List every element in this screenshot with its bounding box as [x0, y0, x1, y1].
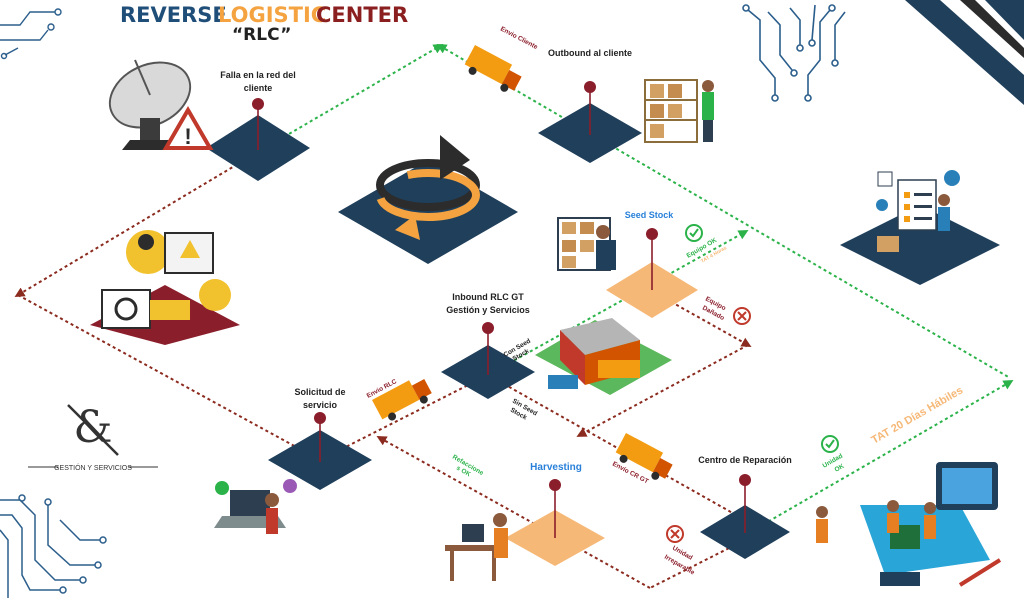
flow-label-envio-cliente: Envio Cliente — [499, 26, 539, 52]
page-title: REVERSE LOGISTIC CENTER “RLC” — [120, 3, 408, 45]
corner-stripes-top-right — [905, 0, 1024, 105]
check-icon-equipo-ok — [685, 224, 703, 242]
company-logo: & GESTIÓN Y SERVICIOS — [28, 402, 158, 472]
svg-text:!: ! — [184, 124, 191, 149]
delivery-truck-icon-cr — [615, 433, 673, 480]
technician-desk-icon — [445, 513, 508, 581]
green-flow-paths — [257, 43, 1014, 536]
cycle-arrows-icon — [376, 135, 480, 240]
label-falla-line2: cliente — [244, 83, 273, 93]
repair-team-icon — [816, 462, 1002, 587]
flow-label-unidad-ok-2: OK — [834, 463, 846, 474]
call-center-icon — [90, 230, 240, 345]
label-falla-line1: Falla en la red del — [220, 70, 296, 80]
circuit-decoration-bottom-left — [0, 494, 107, 598]
node-seed-stock — [606, 228, 698, 318]
cross-icon-unidad-irreparable — [666, 525, 684, 543]
label-reparacion: Centro de Reparación — [698, 455, 792, 465]
delivery-truck-icon-cliente — [464, 44, 522, 92]
title-word-logistic: LOGISTIC — [218, 3, 326, 27]
laptop-user-icon — [214, 479, 297, 534]
node-solicitud — [268, 412, 372, 490]
node-harvesting — [505, 479, 605, 566]
label-seed-stock: Seed Stock — [625, 210, 675, 220]
node-outbound — [538, 81, 642, 163]
node-reparacion — [700, 474, 790, 559]
node-inbound — [441, 322, 535, 399]
title-subtitle: “RLC” — [232, 25, 291, 45]
node-falla — [206, 98, 310, 181]
label-solicitud-line2: servicio — [303, 400, 338, 410]
delivery-truck-icon-rlc — [372, 379, 432, 421]
warehouse-worker-icon — [644, 79, 714, 143]
quality-control-icon — [840, 170, 1000, 285]
label-solicitud-line1: Solicitud de — [294, 387, 345, 397]
circuit-decoration-top-left — [0, 8, 62, 60]
cross-icon-equipo-danado — [733, 307, 751, 325]
seed-stock-worker-icon — [557, 217, 616, 271]
label-inbound-line2: Gestión y Servicios — [446, 305, 530, 315]
node-center — [338, 135, 518, 264]
logo-tagline: GESTIÓN Y SERVICIOS — [54, 463, 132, 472]
label-outbound: Outbound al cliente — [548, 48, 632, 58]
label-harvesting: Harvesting — [530, 462, 582, 473]
label-inbound-line1: Inbound RLC GT — [452, 292, 524, 302]
circuit-decoration-top-center — [742, 4, 846, 102]
check-icon-unidad-ok — [821, 435, 839, 453]
title-word-reverse: REVERSE — [120, 3, 227, 27]
rlc-warehouse-icon — [535, 318, 672, 395]
title-word-center: CENTER — [316, 3, 408, 27]
warning-icon: ! — [162, 106, 214, 150]
